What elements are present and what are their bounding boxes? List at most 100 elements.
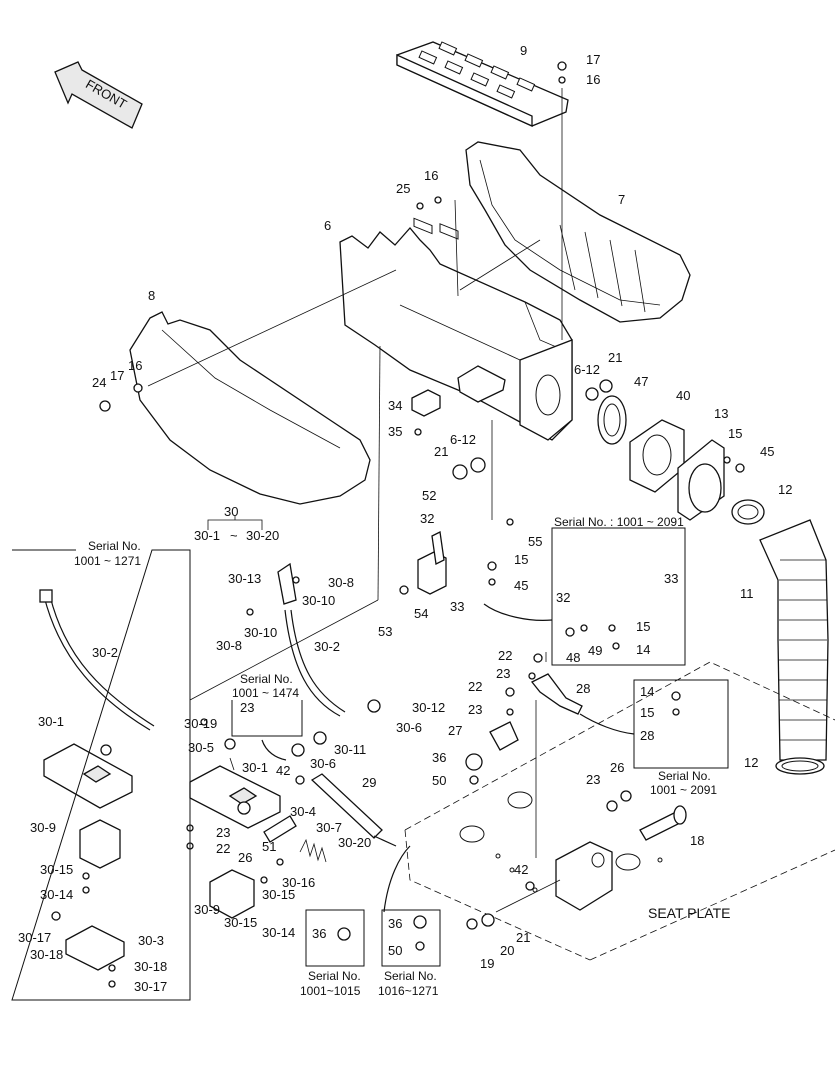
label-21-bottom: 21 — [516, 930, 530, 945]
label-7: 7 — [618, 192, 625, 207]
small-inset-serial-line2: 1001 ~ 1474 — [232, 686, 299, 700]
part-30-1-latch-center — [189, 765, 281, 829]
label-14-inset: 14 — [636, 642, 650, 657]
label-36-inset-b: 36 — [388, 916, 402, 931]
left-inset-labels: Serial No. 1001 ~ 1271 30-2 30-1 30-9 30… — [18, 539, 167, 994]
label-30-2-center: 30-2 — [314, 639, 340, 654]
label-26-center: 26 — [238, 850, 252, 865]
label-30-8-left: 30-8 — [216, 638, 242, 653]
seat-plate-label: SEAT PLATE — [648, 905, 730, 921]
small-inset-serial-line1: Serial No. — [240, 672, 293, 686]
bolt-b-serial-line2: 1016~1271 — [378, 984, 439, 998]
label-22-mid: 22 — [468, 679, 482, 694]
bolt-b-serial-line1: Serial No. — [384, 969, 437, 983]
left-inset-serial-line2: 1001 ~ 1271 — [74, 554, 141, 568]
part-40-duct-plate — [629, 419, 685, 493]
seat-hinge-bracket — [555, 841, 613, 911]
label-23-center: 23 — [216, 825, 230, 840]
label-17-top: 17 — [586, 52, 600, 67]
bracket-serial-line1: Serial No. — [658, 769, 711, 783]
part-34-block — [411, 389, 441, 417]
label-30-5: 30-5 — [188, 740, 214, 755]
label-30-14-center: 30-14 — [262, 925, 295, 940]
label-6-12-lower: 6-12 — [450, 432, 476, 447]
label-25: 25 — [396, 181, 410, 196]
seat-plate-outline — [404, 661, 835, 961]
label-40: 40 — [676, 388, 690, 403]
right-inset-serial: Serial No. : 1001 ~ 2091 — [554, 515, 684, 529]
label-30-6-lower: 30-6 — [310, 756, 336, 771]
label-12-upper: 12 — [778, 482, 792, 497]
group-30-labels: 30 30-1 ~ 30-20 — [194, 504, 279, 543]
part-13-adaptor — [677, 439, 725, 521]
label-15-switch: 15 — [514, 552, 528, 567]
label-30-17-bottom: 30-17 — [134, 979, 167, 994]
label-30-10-top: 30-10 — [302, 593, 335, 608]
part-30-7-spring — [299, 838, 327, 863]
label-32-main: 32 — [420, 511, 434, 526]
label-8: 8 — [148, 288, 155, 303]
label-30-15-center-a: 30-15 — [262, 887, 295, 902]
label-34: 34 — [388, 398, 402, 413]
label-17-left: 17 — [110, 368, 124, 383]
serial-inset-bolt-b — [381, 909, 441, 967]
label-14-bracket: 14 — [640, 684, 654, 699]
part-6-main-frame — [339, 227, 573, 441]
lower-right-labels: 22 23 22 28 23 27 36 50 14 15 28 Serial … — [432, 648, 758, 971]
label-33-main: 33 — [450, 599, 464, 614]
label-55: 55 — [528, 534, 542, 549]
serial-inset-right — [551, 527, 686, 666]
label-51: 51 — [262, 839, 276, 854]
label-16-top: 16 — [586, 72, 600, 87]
label-54: 54 — [414, 606, 428, 621]
label-30-19: 30-19 — [184, 716, 217, 731]
label-30-15-center-b: 30-15 — [224, 915, 257, 930]
label-30-9-center: 30-9 — [194, 902, 220, 917]
label-15-right: 15 — [728, 426, 742, 441]
label-49: 49 — [588, 643, 602, 658]
group-30-range-end: 30-20 — [246, 528, 279, 543]
label-30-8-top: 30-8 — [328, 575, 354, 590]
part-30-2-lever-rod-left — [39, 589, 155, 731]
right-inset-labels: Serial No. : 1001 ~ 2091 33 32 15 48 49 … — [554, 515, 684, 665]
part-9-grille-plate — [396, 41, 569, 240]
left-inset-serial-line1: Serial No. — [88, 539, 141, 553]
label-52: 52 — [422, 488, 436, 503]
label-30-1-center: 30-1 — [242, 760, 268, 775]
part-18-pivot-pin — [639, 805, 687, 841]
label-30-16: 30-16 — [282, 875, 315, 890]
label-42-lower: 42 — [514, 862, 528, 877]
label-6-12-upper: 6-12 — [574, 362, 600, 377]
label-30-3: 30-3 — [138, 933, 164, 948]
label-29: 29 — [362, 775, 376, 790]
label-28-bracket: 28 — [640, 728, 654, 743]
label-26-right: 26 — [610, 760, 624, 775]
part-29-gas-spring — [310, 773, 397, 847]
bracket-serial-line2: 1001 ~ 2091 — [650, 783, 717, 797]
label-30-7: 30-7 — [316, 820, 342, 835]
label-30-11: 30-11 — [334, 742, 366, 757]
label-12-lower: 12 — [744, 755, 758, 770]
labels-upper: 9 17 16 7 25 16 6 8 24 17 16 34 35 6-12 … — [92, 43, 792, 639]
label-30-14-left: 30-14 — [40, 887, 73, 902]
label-45-right: 45 — [760, 444, 774, 459]
group-30-range-start: 30-1 — [194, 528, 220, 543]
leader-lines — [147, 88, 563, 913]
part-30-9-block-center — [209, 869, 255, 919]
label-9: 9 — [520, 43, 527, 58]
label-50-main: 50 — [432, 773, 446, 788]
part-8-left-cover — [129, 311, 371, 505]
serial-inset-bracket28 — [633, 679, 729, 769]
label-36-main: 36 — [432, 750, 446, 765]
label-30-18-left: 30-18 — [30, 947, 63, 962]
label-47: 47 — [634, 374, 648, 389]
part-12-clamp-lower — [775, 757, 825, 775]
label-30-20: 30-20 — [338, 835, 371, 850]
label-11: 11 — [740, 586, 754, 601]
label-21-upper: 21 — [608, 350, 622, 365]
label-15-bracket: 15 — [640, 705, 654, 720]
label-27: 27 — [448, 723, 462, 738]
label-22-top: 22 — [498, 648, 512, 663]
label-30-12: 30-12 — [412, 700, 445, 715]
label-16-mid: 16 — [424, 168, 438, 183]
